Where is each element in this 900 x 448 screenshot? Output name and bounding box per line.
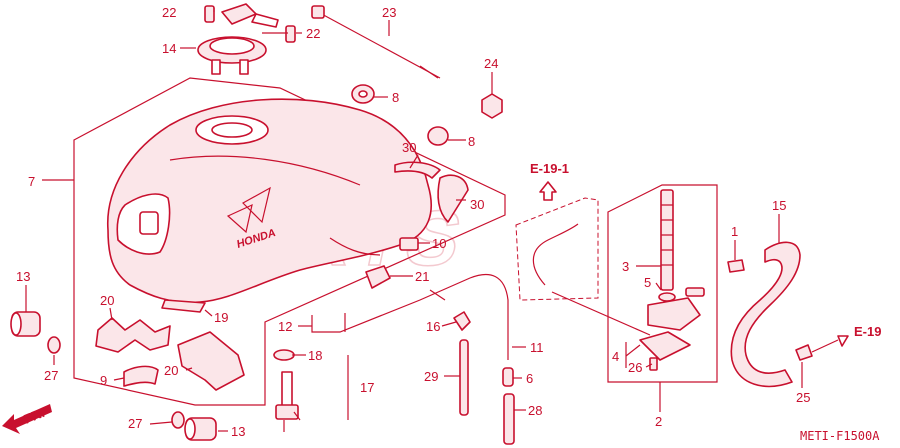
label-4: 4 [612, 349, 619, 364]
fuel-tank[interactable]: HONDA [107, 98, 432, 304]
front-label: FR. [22, 405, 47, 427]
drain-tube-29[interactable] [459, 339, 469, 416]
label-27: 27 [128, 416, 142, 431]
label-1: 1 [731, 224, 738, 239]
label-22: 22 [306, 26, 320, 41]
label-13: 13 [231, 424, 245, 439]
inset-leader [551, 291, 651, 336]
fuel-hose[interactable] [730, 241, 801, 388]
label-24: 24 [484, 56, 498, 71]
collar-13-lower[interactable] [184, 417, 217, 441]
label-17: 17 [360, 380, 374, 395]
hose-clip-25[interactable] [795, 344, 813, 361]
arrow-up-e19-1 [539, 181, 557, 201]
hose-clip-1[interactable] [727, 259, 745, 273]
label-26: 26 [628, 360, 642, 375]
valve-gasket-4[interactable] [639, 331, 691, 361]
label-20: 20 [164, 363, 178, 378]
leader-lines [25, 8, 803, 432]
rubber-mount-lower[interactable] [427, 126, 449, 146]
label-12: 12 [278, 319, 292, 334]
diagram-code: METI-F1500A [800, 429, 880, 443]
fuel-strainer-3[interactable] [660, 189, 674, 291]
cap-bolt-22b[interactable] [285, 25, 296, 43]
label-14: 14 [162, 41, 176, 56]
mounting-rubber[interactable] [365, 265, 391, 289]
label-29: 29 [424, 369, 438, 384]
long-bolt[interactable] [311, 5, 441, 79]
tube-clamp-6[interactable] [502, 367, 514, 387]
tube-clip-16[interactable] [453, 311, 471, 331]
ref-e19-1[interactable]: E-19-1 [530, 161, 569, 176]
label-3: 3 [622, 259, 629, 274]
rubber-pad-9[interactable] [123, 365, 159, 387]
drain-tube-28[interactable] [503, 393, 515, 445]
fuel-valve[interactable] [647, 287, 705, 331]
label-30: 30 [402, 140, 416, 155]
label-19: 19 [214, 310, 228, 325]
label-20: 20 [100, 293, 114, 308]
label-11: 11 [530, 340, 544, 355]
label-2: 2 [655, 414, 662, 429]
label-30: 30 [470, 197, 484, 212]
rubber-pad-19[interactable] [161, 299, 206, 313]
rubber-pad-20-lower[interactable] [177, 331, 245, 391]
label-15: 15 [772, 198, 786, 213]
rubber-pad-20-upper[interactable] [95, 317, 171, 353]
washer-27-lower[interactable] [171, 411, 185, 429]
label-25: 25 [796, 390, 810, 405]
cap-bolt-22a[interactable] [204, 5, 215, 23]
label-6: 6 [526, 371, 533, 386]
o-ring-5[interactable] [658, 292, 676, 302]
label-9: 9 [100, 373, 107, 388]
side-strip-upper[interactable] [394, 161, 441, 179]
collar-nut[interactable] [481, 93, 503, 119]
fuel-sender-assembly[interactable] [273, 349, 301, 432]
label-27: 27 [44, 368, 58, 383]
inset-hose[interactable] [532, 223, 579, 286]
inset-e19-1-frame [515, 197, 599, 301]
washer-27-upper[interactable] [47, 336, 61, 354]
collar-13-upper[interactable] [10, 311, 41, 337]
label-8: 8 [392, 90, 399, 105]
side-strip-lower[interactable] [437, 174, 469, 223]
valve-group-frame [607, 184, 718, 383]
label-8: 8 [468, 134, 475, 149]
ref-e19[interactable]: E-19 [854, 324, 881, 339]
label-7: 7 [28, 174, 35, 189]
fuel-cap-assembly[interactable] [197, 3, 279, 75]
rubber-mount-upper[interactable] [351, 84, 375, 104]
label-18: 18 [308, 348, 322, 363]
label-22: 22 [162, 5, 176, 20]
breather-tube[interactable] [311, 273, 509, 360]
arrow-right-e19 [811, 335, 849, 353]
tank-cushion[interactable] [399, 237, 419, 251]
label-28: 28 [528, 403, 542, 418]
label-13: 13 [16, 269, 30, 284]
front-direction-arrow [2, 404, 52, 434]
label-16: 16 [426, 319, 440, 334]
label-23: 23 [382, 5, 396, 20]
screw-26[interactable] [649, 357, 658, 371]
label-21: 21 [415, 269, 429, 284]
label-5: 5 [644, 275, 651, 290]
label-10: 10 [432, 236, 446, 251]
